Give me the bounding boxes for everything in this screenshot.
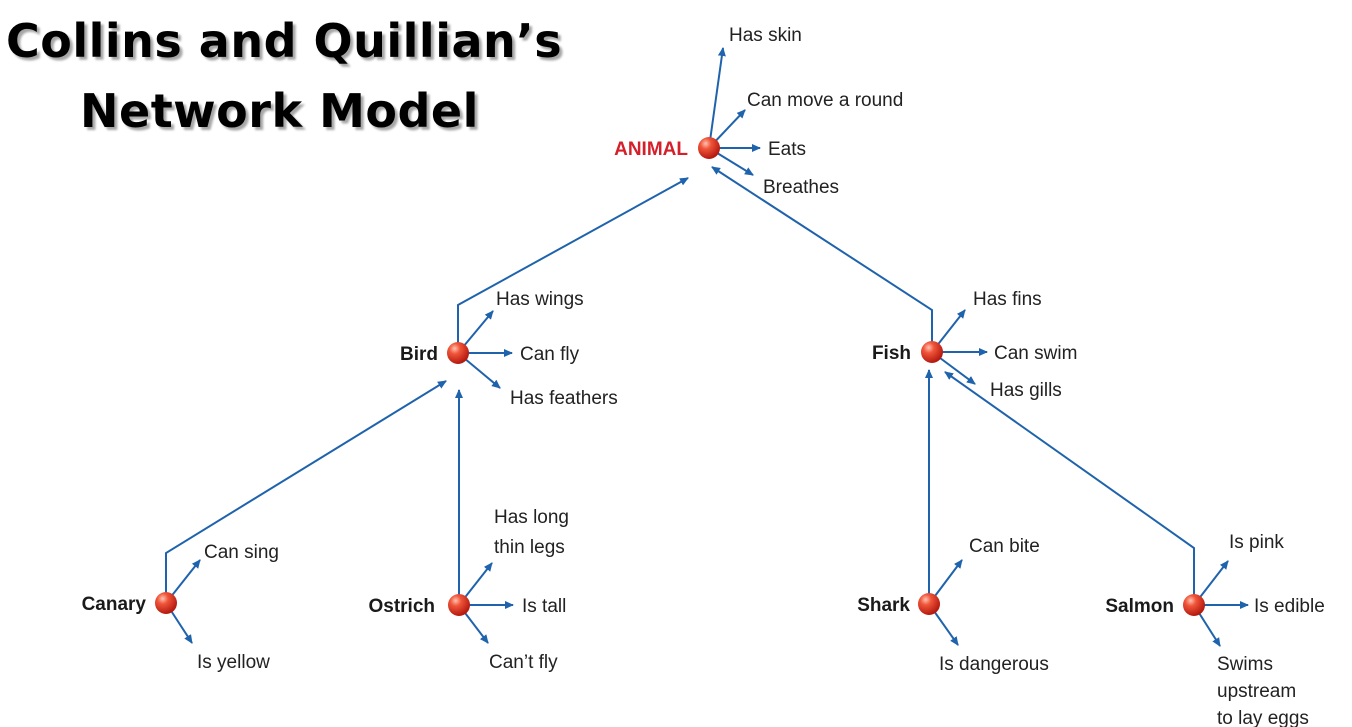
prop-animal-has-skin: Has skin bbox=[729, 25, 802, 46]
node-fish bbox=[921, 341, 943, 363]
label-canary: Canary bbox=[82, 594, 147, 615]
prop-salmon-upstream: upstream bbox=[1217, 681, 1296, 702]
prop-canary-can-sing: Can sing bbox=[204, 542, 279, 563]
title-line-1: Collins and Quillian’s bbox=[6, 14, 563, 68]
label-fish: Fish bbox=[872, 343, 911, 364]
link-canary-bird bbox=[165, 380, 447, 603]
title-line-2: Network Model bbox=[80, 84, 479, 138]
node-animal bbox=[698, 137, 720, 159]
label-ostrich: Ostrich bbox=[368, 596, 435, 617]
label-shark: Shark bbox=[857, 595, 910, 616]
prop-ostrich-thin-legs: thin legs bbox=[494, 537, 565, 558]
prop-animal-eats: Eats bbox=[768, 139, 806, 160]
prop-salmon-swims: Swims bbox=[1217, 654, 1273, 675]
label-animal: ANIMAL bbox=[614, 139, 688, 160]
node-bird bbox=[447, 342, 469, 364]
prop-bird-can-fly: Can fly bbox=[520, 344, 580, 365]
node-shark bbox=[918, 593, 940, 615]
prop-salmon-is-pink: Is pink bbox=[1229, 532, 1284, 553]
link-bird-animal bbox=[457, 177, 689, 353]
prop-bird-has-feathers: Has feathers bbox=[510, 388, 618, 409]
label-salmon: Salmon bbox=[1105, 596, 1174, 617]
link-fish-animal bbox=[711, 166, 933, 352]
link-salmon-fish bbox=[944, 371, 1195, 605]
arrow-animal-has-skin bbox=[708, 47, 726, 149]
node-ostrich bbox=[448, 594, 470, 616]
prop-ostrich-is-tall: Is tall bbox=[522, 596, 566, 617]
prop-ostrich-has-long: Has long bbox=[494, 507, 569, 528]
prop-ostrich-cant-fly: Can’t fly bbox=[489, 652, 558, 673]
prop-animal-breathes: Breathes bbox=[763, 177, 839, 198]
prop-fish-has-fins: Has fins bbox=[973, 289, 1042, 310]
prop-canary-is-yellow: Is yellow bbox=[197, 652, 270, 673]
node-canary bbox=[155, 592, 177, 614]
label-bird: Bird bbox=[400, 344, 438, 365]
prop-animal-can-move: Can move a round bbox=[747, 90, 903, 111]
prop-shark-can-bite: Can bite bbox=[969, 536, 1040, 557]
prop-salmon-is-edible: Is edible bbox=[1254, 596, 1325, 617]
prop-bird-has-wings: Has wings bbox=[496, 289, 584, 310]
prop-fish-has-gills: Has gills bbox=[990, 380, 1062, 401]
prop-shark-is-dangerous: Is dangerous bbox=[939, 654, 1049, 675]
prop-salmon-to-lay-eggs: to lay eggs bbox=[1217, 708, 1309, 727]
prop-fish-can-swim: Can swim bbox=[994, 343, 1077, 364]
node-salmon bbox=[1183, 594, 1205, 616]
